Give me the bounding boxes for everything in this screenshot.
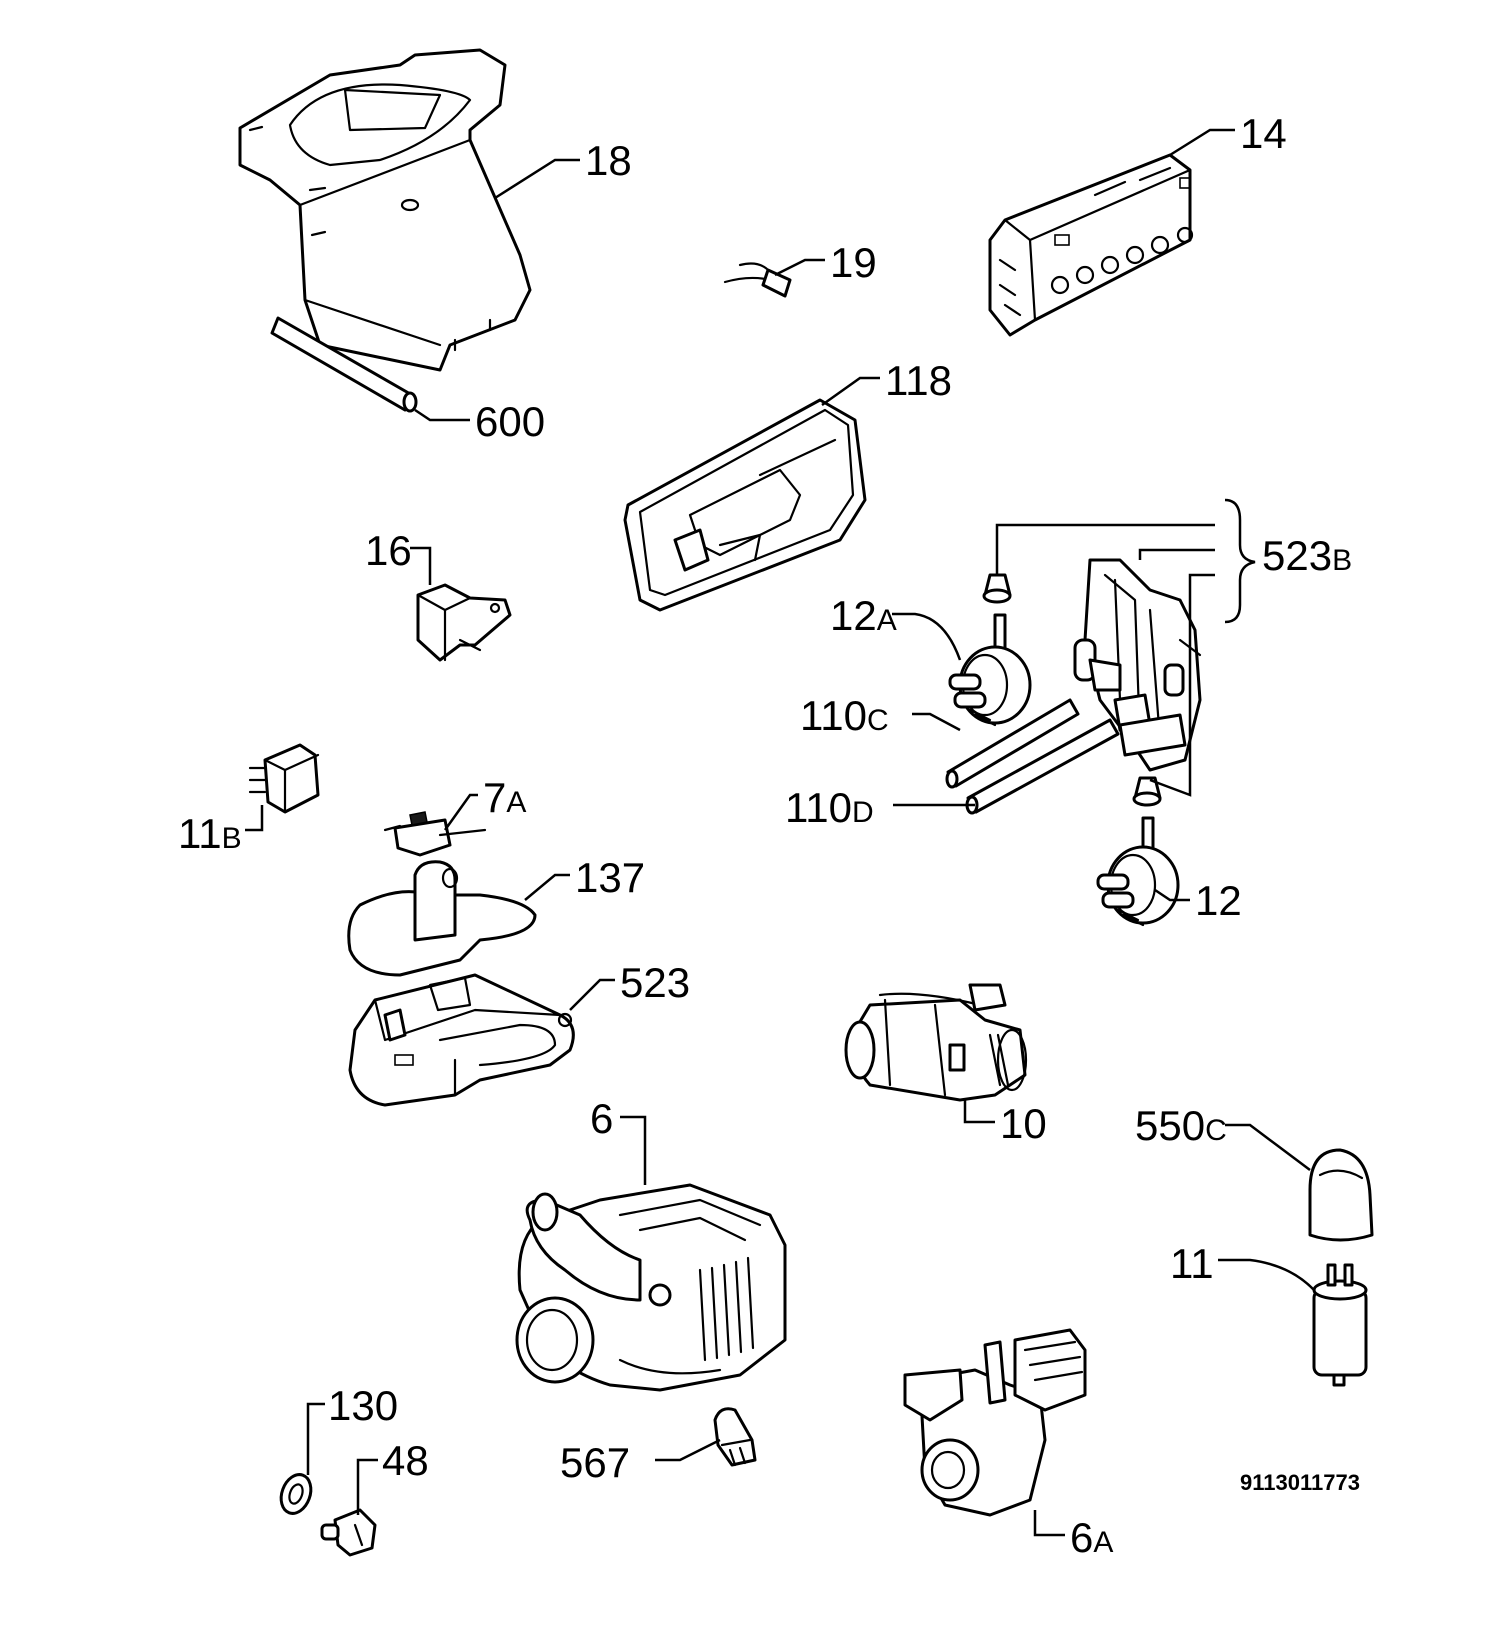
label-11: 11 [1170, 1240, 1214, 1287]
part-7a-sensor-clip [383, 811, 487, 857]
part-11b-relay [248, 743, 320, 814]
part-567-clip [713, 1407, 757, 1467]
part-110d-hose [965, 718, 1120, 815]
part-12-pressure-switch [1096, 816, 1180, 927]
callout-labels: 18 600 19 14 118 16 523B 12A 110C 110D 1… [178, 110, 1360, 1561]
part-130-seal [279, 1473, 313, 1515]
module-knobs [1050, 226, 1194, 295]
part-523b-plug-bottom [1132, 776, 1162, 807]
part-6-circulation-pump-motor [515, 1183, 787, 1392]
label-130: 130 [328, 1382, 398, 1429]
part-18-duct-cover [238, 48, 532, 372]
drawing-code: 9113011773 [1240, 1470, 1360, 1495]
label-6: 6 [590, 1095, 613, 1142]
label-7a: 7A [483, 774, 526, 821]
part-523b-plug-top [982, 573, 1012, 604]
label-19: 19 [830, 239, 877, 286]
label-48: 48 [382, 1437, 429, 1484]
label-110c: 110C [800, 692, 889, 739]
part-14-electronic-module [988, 153, 1194, 337]
part-523-housing [348, 973, 575, 1107]
label-12: 12 [1195, 877, 1242, 924]
label-523: 523 [620, 959, 690, 1006]
part-110c-hose [945, 698, 1080, 789]
part-6a-drain-pump [903, 1328, 1087, 1517]
motor-windings [618, 1198, 762, 1362]
label-110d: 110D [785, 784, 874, 831]
part-19-sensor [723, 262, 792, 298]
leader-lines [245, 128, 1315, 1537]
label-16: 16 [365, 527, 412, 574]
part-48-plug [320, 1508, 377, 1557]
part-118-dispenser [623, 398, 867, 612]
part-12a-pressure-switch [948, 613, 1032, 727]
brace-523b [1224, 498, 1256, 624]
label-10: 10 [1000, 1100, 1047, 1147]
label-600: 600 [475, 398, 545, 445]
label-137: 137 [575, 854, 645, 901]
label-12a: 12A [830, 592, 897, 639]
part-11-capacitor [1312, 1263, 1368, 1387]
label-550c: 550C [1135, 1102, 1227, 1149]
part-10-heater [844, 983, 1028, 1102]
part-523b-bracket [1073, 558, 1202, 772]
part-600-rod [270, 316, 418, 413]
label-11b: 11B [178, 810, 242, 857]
part-550c-cap [1308, 1148, 1374, 1242]
part-16-switch [416, 583, 512, 662]
label-18: 18 [585, 137, 632, 184]
label-523b: 523B [1262, 532, 1352, 579]
label-6a: 6A [1070, 1514, 1113, 1561]
part-137-cover [347, 860, 537, 977]
label-118: 118 [885, 357, 952, 404]
label-14: 14 [1240, 110, 1287, 157]
label-567: 567 [560, 1439, 630, 1486]
